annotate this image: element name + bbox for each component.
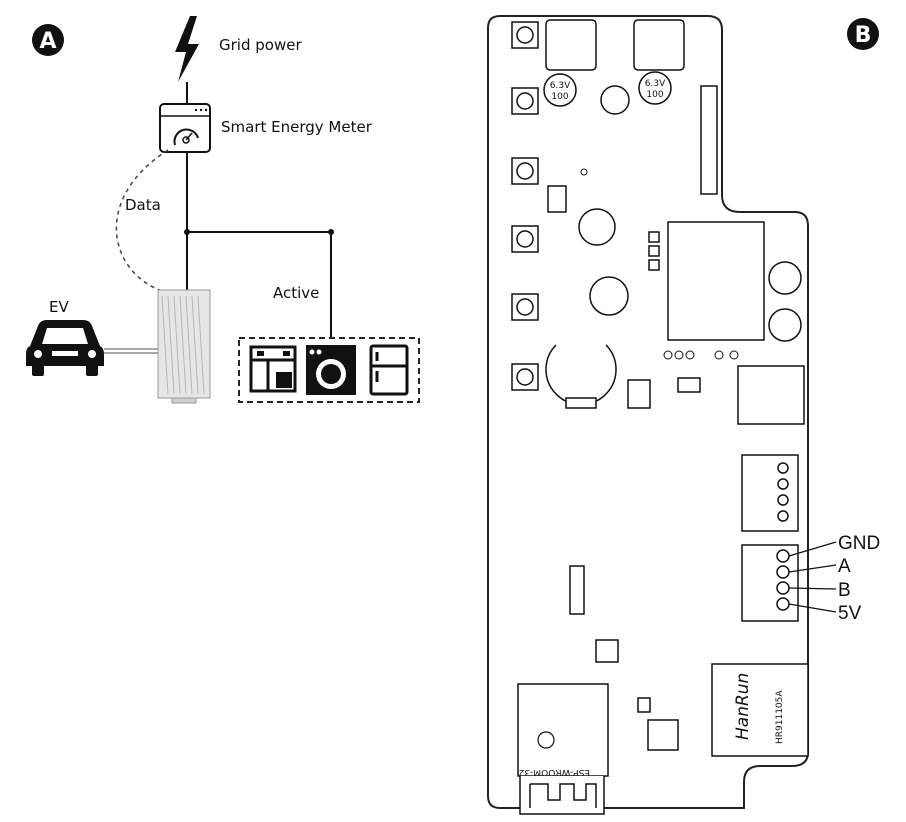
terminal-5v-label: 5V xyxy=(838,603,862,624)
terminal-leaders xyxy=(788,541,837,613)
data-label: Data xyxy=(125,196,161,214)
ev-label: EV xyxy=(49,298,69,316)
active-label: Active xyxy=(273,284,319,302)
pcb-mid-parts xyxy=(545,185,805,425)
svg-text:6.3V: 6.3V xyxy=(645,79,666,89)
data-link-dashed xyxy=(115,149,169,293)
terminal-block-upper xyxy=(741,454,799,532)
smart-meter-label: Smart Energy Meter xyxy=(221,118,373,136)
pcb-outline xyxy=(487,15,809,809)
esp32-label: ESP-WROOM-32 xyxy=(519,767,590,777)
smart-meter-icon xyxy=(159,103,211,153)
svg-text:100: 100 xyxy=(551,92,568,102)
terminal-a-label: A xyxy=(838,556,851,577)
terminal-b-label: B xyxy=(838,580,851,601)
lightning-icon xyxy=(175,16,199,82)
tactile-buttons xyxy=(511,21,539,391)
badge-a: A xyxy=(32,24,64,56)
badge-b: B xyxy=(847,18,879,50)
terminal-block-lower xyxy=(741,544,799,622)
ev-charger-icon xyxy=(157,289,211,404)
connector-vertical xyxy=(700,85,718,195)
pcb-lower-parts xyxy=(569,565,809,757)
kitchen-icon xyxy=(249,345,297,393)
pcb-small-dots xyxy=(580,168,739,360)
inductors-top xyxy=(545,19,685,71)
terminal-gnd-label: GND xyxy=(838,533,880,554)
badge-b-text: B xyxy=(855,23,872,48)
esp32-module: ESP-WROOM-32 xyxy=(517,683,609,815)
jack-brand-label: HanRun xyxy=(733,673,753,740)
jack-part-label: HR911105A xyxy=(775,690,785,744)
car-icon xyxy=(26,320,104,376)
washing-machine-icon xyxy=(306,345,356,395)
badge-a-text: A xyxy=(39,29,56,54)
grid-power-label: Grid power xyxy=(219,36,302,54)
svg-text:100: 100 xyxy=(646,90,663,100)
active-loads-box xyxy=(238,337,420,403)
fridge-icon xyxy=(369,344,409,396)
svg-text:6.3V: 6.3V xyxy=(550,81,571,91)
capacitors-top: 6.3V 100 6.3V 100 xyxy=(543,71,672,115)
